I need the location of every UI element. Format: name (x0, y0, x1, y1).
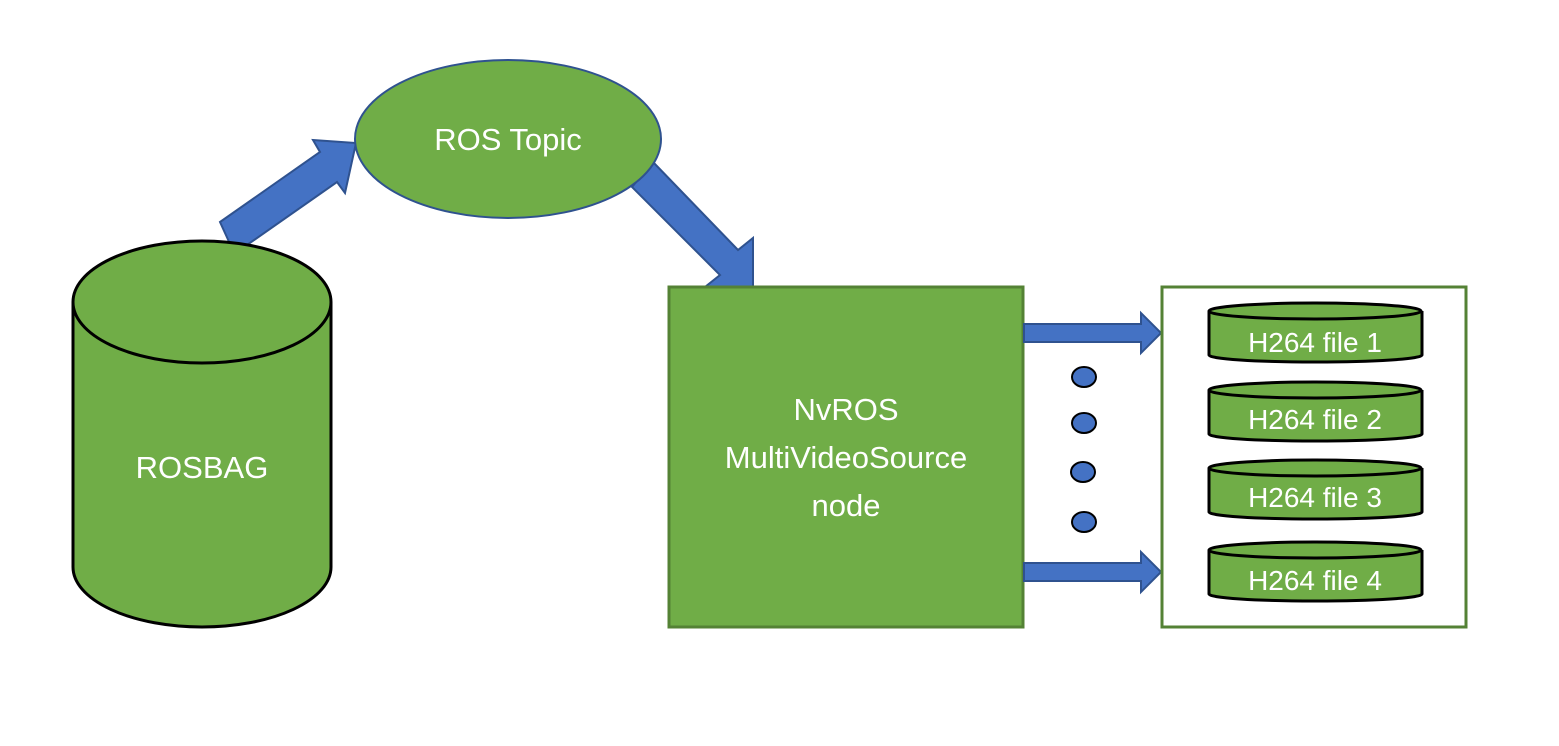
file-cylinder-4: H264 file 4 (1207, 540, 1424, 603)
ellipsis-dots (1070, 366, 1097, 533)
file-cylinder-1: H264 file 1 (1207, 301, 1424, 364)
nvros-label-line-1: NvROS (793, 392, 898, 427)
ellipsis-dot (1071, 366, 1097, 388)
rosbag-label: ROSBAG (136, 450, 269, 485)
file-cylinder-2: H264 file 2 (1207, 380, 1424, 443)
nvros-label-line-3: node (812, 488, 881, 523)
nvros-label-line-2: MultiVideoSource (725, 440, 967, 475)
file-cylinder-3: H264 file 3 (1207, 458, 1424, 521)
file-label-3: H264 file 3 (1248, 482, 1382, 513)
rosbag-cylinder: ROSBAG (71, 239, 333, 629)
arrow-rosbag-to-topic (218, 138, 358, 254)
file-label-1: H264 file 1 (1248, 327, 1382, 358)
ellipsis-dot (1071, 412, 1097, 434)
arrow-topic-to-node (630, 160, 754, 291)
ellipsis-dot (1071, 511, 1097, 533)
nvros-multivideosource-node: NvROS MultiVideoSource node (667, 285, 1025, 629)
arrow-node-to-file-4 (1023, 549, 1163, 595)
file-label-2: H264 file 2 (1248, 404, 1382, 435)
arrow-node-to-file-1 (1023, 310, 1163, 356)
ros-topic-label: ROS Topic (434, 122, 582, 157)
ellipsis-dot (1070, 461, 1096, 483)
ros-topic-node: ROS Topic (354, 59, 662, 219)
file-label-4: H264 file 4 (1248, 565, 1382, 596)
